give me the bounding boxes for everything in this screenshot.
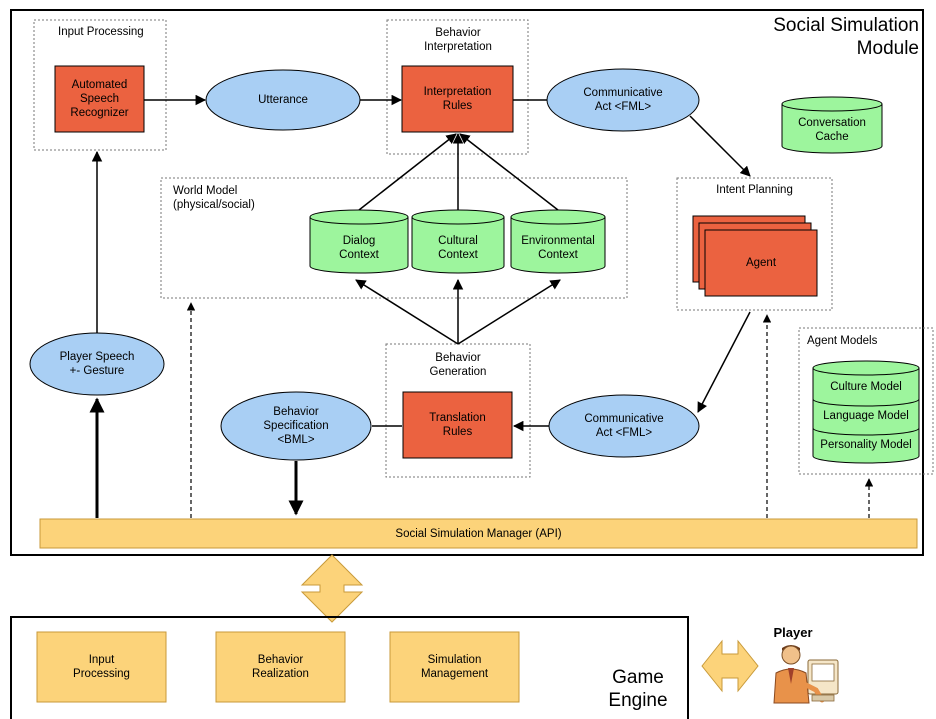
player-figure-icon (773, 645, 839, 704)
engine-input-processing-box (36, 631, 167, 703)
input-processing-label: Input Processing (58, 26, 144, 38)
double-arrow-module-engine (300, 554, 364, 623)
engine-simulation-management-box (389, 631, 520, 703)
engine-behavior-realization-label: Behavior Realization (252, 654, 309, 680)
cultural-context-label: Cultural Context (438, 235, 478, 261)
engine-behavior-realization-box (215, 631, 346, 703)
arrow-generation-to-dialog (355, 279, 459, 345)
culture-model-label: Culture Model (830, 381, 902, 393)
intent-planning-group (676, 177, 833, 311)
agent-label: Agent (745, 257, 777, 269)
world-model-group (160, 177, 628, 299)
arrow-generation-to-environmental (457, 279, 561, 345)
game-engine-frame (10, 616, 689, 719)
module-title: Social Simulation Module (773, 15, 919, 59)
world-model-label: World Model (physical/social) (173, 185, 255, 211)
input-processing-group (33, 19, 167, 151)
ssm-api-bar (39, 518, 918, 549)
dialog-context-cylinder (309, 209, 409, 274)
player-label: Player (773, 625, 813, 640)
arrow-dialog-to-interpretation (358, 133, 457, 211)
behavior-interpretation-label: Behavior Interpretation (424, 27, 492, 53)
comm-act-bottom-label: Communicative Act <FML> (584, 413, 664, 439)
behavior-spec-ellipse (220, 391, 372, 461)
engine-input-processing-label: Input Processing (73, 654, 130, 680)
arrow-commact-to-agent (689, 115, 751, 177)
interpretation-rules-label: Interpretation Rules (423, 86, 492, 112)
ssm-api-label: Social Simulation Manager (API) (395, 527, 562, 540)
personality-model-label: Personality Model (820, 439, 912, 451)
double-arrow-engine-player (701, 639, 759, 693)
agent-models-label: Agent Models (807, 335, 878, 347)
social-simulation-module-frame (10, 9, 924, 556)
asr-label: Automated Speech Recognizer (70, 79, 129, 119)
dialog-context-label: Dialog Context (339, 235, 379, 261)
arrow-agent-to-commact (697, 311, 751, 413)
behavior-spec-label: Behavior Specification <BML> (263, 406, 329, 446)
translation-rules-box (402, 391, 513, 459)
asr-box (54, 65, 145, 133)
environmental-context-cylinder (510, 209, 606, 274)
translation-rules-label: Translation Rules (429, 412, 486, 438)
comm-act-top-label: Communicative Act <FML> (583, 87, 663, 113)
language-model-label: Language Model (823, 410, 909, 422)
conversation-cache-label: Conversation Cache (798, 117, 866, 143)
environmental-context-label: Environmental Context (521, 235, 595, 261)
utterance-label: Utterance (258, 94, 308, 106)
engine-simulation-management-label: Simulation Management (420, 654, 489, 680)
behavior-generation-label: Behavior Generation (429, 352, 487, 378)
game-engine-title: Game Engine (608, 667, 668, 711)
conversation-cache-cylinder (781, 96, 883, 154)
intent-planning-label: Intent Planning (716, 184, 793, 196)
cultural-context-cylinder (411, 209, 505, 274)
agent-models-cylinder (812, 360, 920, 464)
agent-box (704, 229, 818, 297)
player-speech-label: Player Speech +- Gesture (59, 351, 135, 377)
arrow-environmental-to-interpretation (459, 133, 559, 211)
